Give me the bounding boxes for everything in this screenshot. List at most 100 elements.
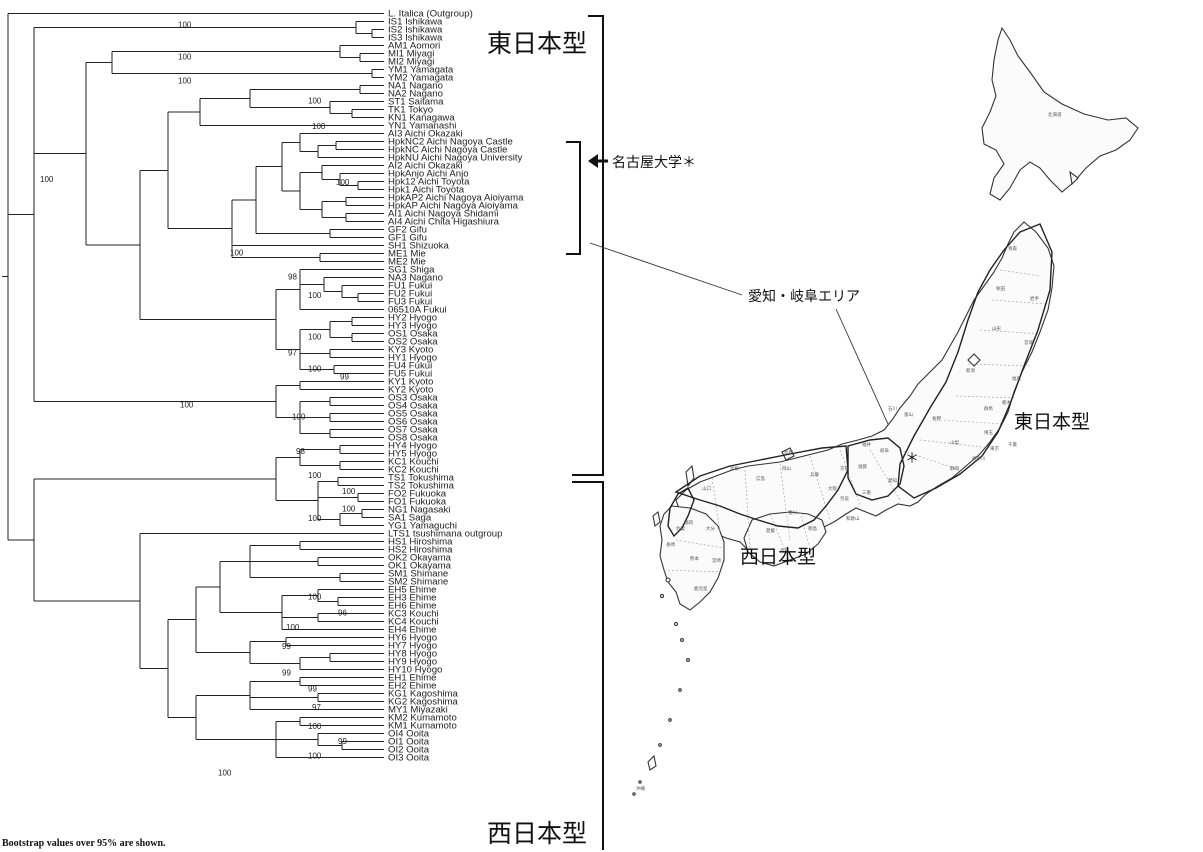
bootstrap-value: 100 [230,248,244,257]
prefecture-label: 大阪 [828,485,837,492]
west-type-map-label: 西日本型 [740,546,816,568]
aichi-gifu-area-label: 愛知・岐阜エリア [748,288,860,305]
leaf-label: LTS1 tsushimana outgroup [388,528,502,539]
aichi-gifu-region-outline [847,437,905,501]
leaf-label: OS4 Osaka [388,400,438,411]
kyushu-region-outline [667,487,695,538]
prefecture-label: 秋田 [996,285,1005,292]
leaf-label: Hpk1 Aichi Toyota [388,184,465,195]
prefecture-label: 広島 [756,475,765,482]
west-type-bracket [572,481,604,850]
leaf-label: ME1 Mie [388,248,426,259]
bootstrap-value: 100 [178,20,192,29]
prefecture-label: 佐賀 [676,525,685,532]
prefecture-label: 熊本 [690,555,699,562]
leaf-label: HY1 Hyogo [388,352,437,363]
leaf-label: EH1 Ehime [388,672,437,683]
prefecture-label: 山形 [992,325,1001,332]
leaf-label: SM1 Shimane [388,568,448,579]
leaf-label: HpkNC Aichi Nagoya Castle [388,144,507,155]
leaf-label: OS1 Osaka [388,328,438,339]
leaf-label: OI1 Ooita [388,736,430,747]
prefecture-label: 長崎 [666,541,675,548]
prefecture-label: 福井 [862,441,871,448]
leaf-label: L. Italica (Outgroup) [388,8,473,19]
leaf-label: KY2 Kyoto [388,384,433,395]
leaf-label: SM2 Shimane [388,576,448,587]
leaf-label: EH6 Ehime [388,600,437,611]
leaf-label: IS1 Ishikawa [388,16,443,27]
leaf-label: FU1 Fukui [388,280,432,291]
bootstrap-value: 99 [340,372,349,381]
prefecture-labels: 青森秋田岩手山形宮城福島新潟栃木群馬茨城長野山梨埼玉東京千葉神奈川静岡岐阜愛知富… [636,245,1039,792]
bootstrap-value: 99 [338,737,347,746]
leaf-label: KY3 Kyoto [388,344,433,355]
prefecture-label: 茨城 [1018,415,1027,422]
leaf-label: HY3 Hyogo [388,320,437,331]
leaf-label: HY6 Hyogo [388,632,437,643]
bootstrap-value: 100 [308,752,322,761]
leaf-label: OS6 Osaka [388,416,438,427]
prefecture-label: 岡山 [782,465,791,472]
prefecture-label: 静岡 [950,465,959,472]
leaf-label: OS5 Osaka [388,408,438,419]
bootstrap-labels: 1001001001001001001009810010097100991001… [40,20,356,777]
bootstrap-value: 100 [308,514,322,523]
prefecture-label: 兵庫 [810,471,819,478]
bootstrap-value: 100 [308,332,322,341]
prefecture-label: 京都 [840,465,849,472]
leaf-label: HY5 Hyogo [388,448,437,459]
leaf-label: OI4 Ooita [388,728,430,739]
prefecture-label: 神奈川 [972,455,986,462]
leaf-label: EH5 Ehime [388,584,437,595]
leaf-label: KC2 Kouchi [388,464,439,475]
leaf-label: SH1 Shizuoka [388,240,449,251]
east-type-tree-label: 東日本型 [487,29,587,58]
kyushu-island [659,505,725,611]
prefecture-label: 新潟 [966,367,975,374]
prefecture-label: 鹿児島 [694,585,708,592]
leaf-label: TS1 Tokushima [388,472,455,483]
west-type-region-outline [674,445,849,529]
bootstrap-value: 98 [288,272,297,281]
shikoku-island [743,511,827,567]
prefecture-label: 埼玉 [984,429,993,436]
prefecture-label: 和歌山 [846,515,860,522]
leaf-label: KC1 Kouchi [388,456,439,467]
leaf-label: FU4 Fukui [388,360,432,371]
leaf-label: KN1 Kanagawa [388,112,455,123]
leaf-label: FO1 Fukuoka [388,496,447,507]
bootstrap-value: 100 [178,52,192,61]
leaf-label: HY4 Hyogo [388,440,437,451]
area-leader-line [589,242,743,296]
bootstrap-value: 99 [308,684,317,693]
leaf-label: OK2 Okayama [388,552,452,563]
leaf-label: YN1 Yamanashi [388,120,456,131]
leaf-label: AI2 Aichi Okazaki [388,160,463,171]
bootstrap-value: 97 [312,703,321,712]
leaf-label: OK1 Okayama [388,560,452,571]
bootstrap-value: 96 [338,608,347,617]
bootstrap-value: 100 [308,364,322,373]
prefecture-label: 長野 [932,415,941,422]
prefecture-label: 鳥取 [784,449,793,456]
map-star: ＊ [905,451,919,467]
bootstrap-value: 100 [308,471,322,480]
leaf-label: FU5 Fukui [388,368,432,379]
honshu-island [675,221,1055,557]
leaf-label: Hpk12 Aichi Toyota [388,176,470,187]
leaf-label: YM2 Yamagata [388,72,454,83]
leaf-label: IS3 Ishikawa [388,32,443,43]
east-type-bracket [572,15,604,476]
prefecture-label: 山口 [702,485,711,492]
bootstrap-value: 97 [288,348,297,357]
prefecture-label: 宮崎 [712,557,721,564]
prefecture-label: 栃木 [1002,399,1011,406]
leaf-label: HY10 Hyogo [388,664,442,675]
bootstrap-value: 100 [292,412,306,421]
leaf-label: YG1 Yamaguchi [388,520,457,531]
prefecture-label: 石川 [888,406,897,412]
leaf-label: MI2 Miyagi [388,56,434,67]
leaf-label: KM2 Kumamoto [388,712,457,723]
